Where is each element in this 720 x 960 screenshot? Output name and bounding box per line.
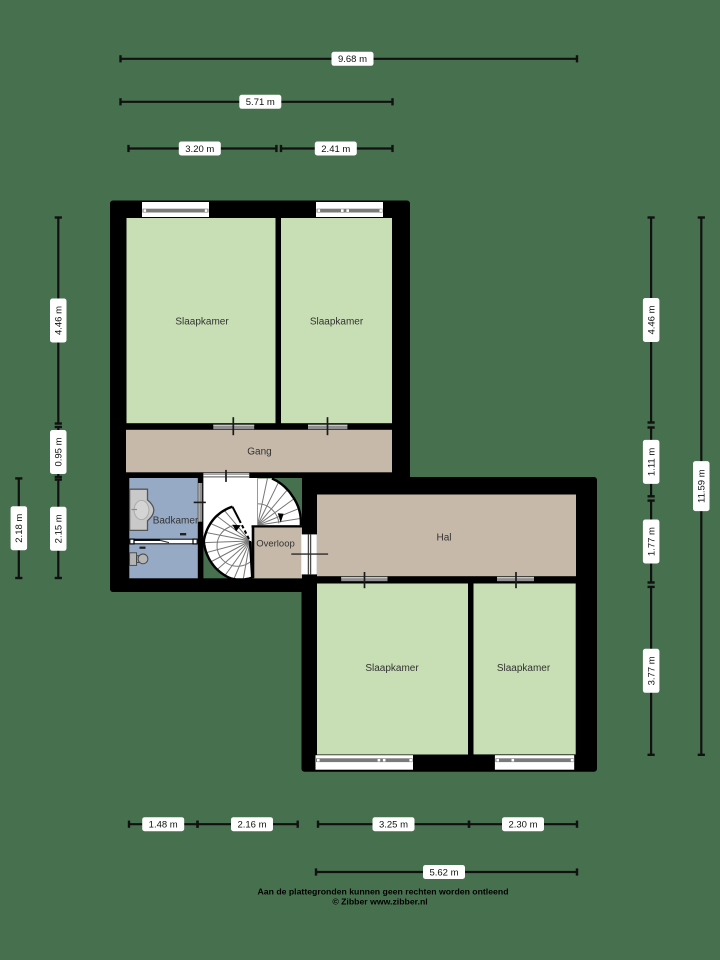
svg-text:1.48 m: 1.48 m <box>149 820 178 831</box>
svg-text:1.77 m: 1.77 m <box>646 527 657 556</box>
svg-text:2.18 m: 2.18 m <box>14 514 25 543</box>
svg-text:11.59 m: 11.59 m <box>697 469 708 503</box>
svg-text:Badkamer: Badkamer <box>153 516 199 527</box>
svg-text:Slaapkamer: Slaapkamer <box>365 663 419 674</box>
svg-text:© Zibber www.zibber.nl: © Zibber www.zibber.nl <box>332 896 427 906</box>
svg-text:4.46 m: 4.46 m <box>54 306 65 335</box>
svg-text:2.16 m: 2.16 m <box>237 820 266 831</box>
svg-text:3.20 m: 3.20 m <box>185 144 214 155</box>
svg-text:Aan de plattegronden kunnen ge: Aan de plattegronden kunnen geen rechten… <box>258 886 509 896</box>
svg-text:3.77 m: 3.77 m <box>646 656 657 685</box>
svg-text:Gang: Gang <box>247 446 271 457</box>
svg-text:Hal: Hal <box>436 532 451 543</box>
svg-text:0.95 m: 0.95 m <box>54 437 65 466</box>
svg-text:2.15 m: 2.15 m <box>54 514 65 543</box>
svg-text:3.25 m: 3.25 m <box>379 820 408 831</box>
svg-text:2.30 m: 2.30 m <box>508 820 537 831</box>
svg-text:9.68 m: 9.68 m <box>338 54 367 65</box>
svg-text:5.62 m: 5.62 m <box>429 867 458 878</box>
svg-text:Slaapkamer: Slaapkamer <box>497 663 551 674</box>
svg-text:Slaapkamer: Slaapkamer <box>175 316 229 327</box>
svg-text:Overloop: Overloop <box>256 539 295 550</box>
svg-text:1.11 m: 1.11 m <box>647 448 658 476</box>
svg-text:5.71 m: 5.71 m <box>246 97 275 108</box>
svg-text:Slaapkamer: Slaapkamer <box>310 316 364 327</box>
svg-text:2.41 m: 2.41 m <box>321 144 350 155</box>
svg-text:4.46 m: 4.46 m <box>647 305 658 334</box>
